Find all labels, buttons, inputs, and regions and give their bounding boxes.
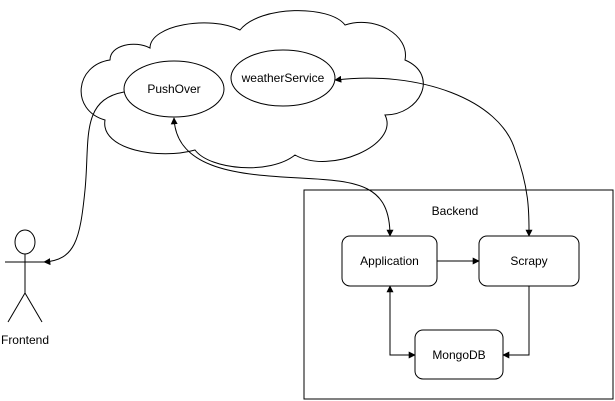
pushover-node[interactable]: [123, 60, 225, 118]
weatherservice-label: weatherService: [241, 71, 325, 85]
application-label: Application: [360, 254, 419, 268]
backend-title: Backend: [432, 204, 479, 218]
mongodb-label: MongoDB: [432, 348, 485, 362]
pushover-label: PushOver: [147, 82, 200, 96]
edge-pushover-frontend: [43, 91, 125, 266]
actor-head: [14, 229, 36, 255]
edge-weather-scrapy: [334, 75, 533, 237]
edge-application-mongodb: [386, 285, 416, 359]
edge-scrapy-mongodb: [502, 286, 530, 359]
frontend-actor[interactable]: [5, 229, 45, 323]
scrapy-label: Scrapy: [510, 254, 547, 268]
frontend-label: Frontend: [1, 333, 49, 347]
